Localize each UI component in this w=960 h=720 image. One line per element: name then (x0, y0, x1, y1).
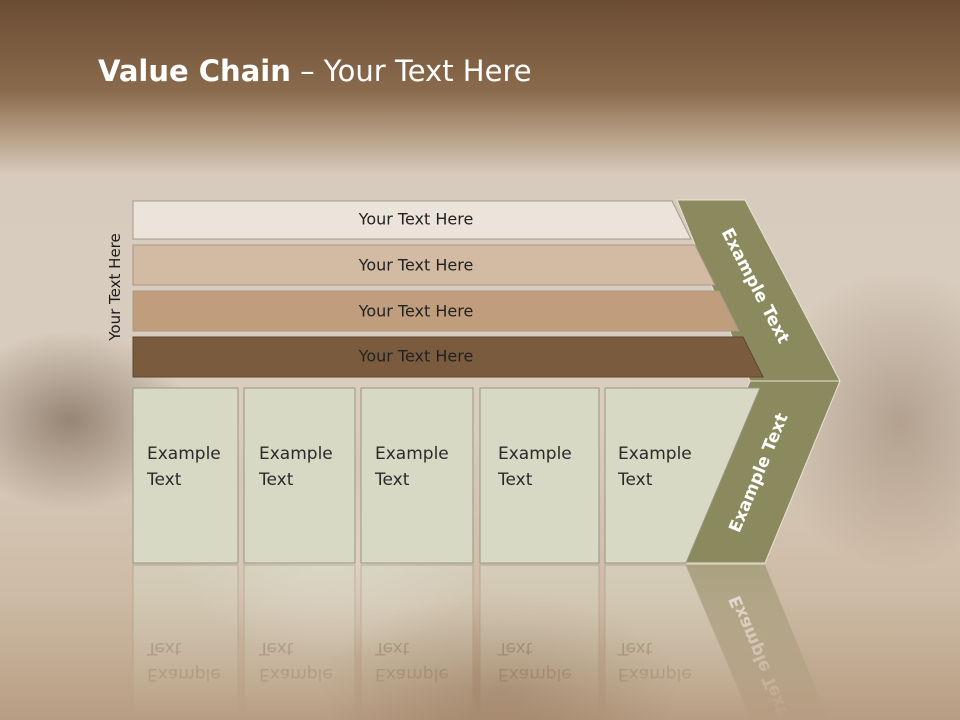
box-1-line-2: Text (146, 470, 182, 490)
reflection-box-5 (604, 564, 753, 720)
title-bold: Value Chain (98, 54, 291, 88)
box-3[interactable] (360, 387, 474, 564)
box-2-line-1: Example (259, 444, 333, 464)
bar-2-label: Your Text Here (358, 256, 474, 275)
box-1[interactable] (132, 387, 239, 564)
box-4[interactable] (479, 387, 600, 564)
slide-title[interactable]: Value Chain – Your Text Here (98, 54, 532, 88)
bar-2[interactable] (132, 244, 716, 286)
reflection-text-5a: Example (618, 664, 692, 684)
bar-3[interactable] (132, 290, 740, 332)
bar-1[interactable] (132, 200, 692, 240)
box-4-line-2: Text (497, 470, 533, 490)
reflection-text-3b: Text (374, 638, 410, 658)
reflection-chevron-lower (676, 565, 829, 720)
reflection-text-4b: Text (497, 638, 533, 658)
box-3-line-2: Text (374, 470, 410, 490)
reflection-text-2b: Text (258, 638, 294, 658)
reflection-box-1 (132, 564, 239, 720)
reflection-text-1b: Text (146, 638, 182, 658)
box-3-line-1: Example (375, 444, 449, 464)
box-4-line-1: Example (498, 444, 572, 464)
bar-4[interactable] (132, 336, 764, 378)
box-5-line-1: Example (618, 444, 692, 464)
box-5[interactable] (604, 387, 761, 564)
title-rest: – Your Text Here (290, 54, 532, 88)
box-5-line-2: Text (617, 470, 653, 490)
bar-4-label: Your Text Here (358, 347, 474, 366)
reflection-text-4a: Example (498, 664, 572, 684)
box-1-line-1: Example (147, 444, 221, 464)
reflection-box-4 (479, 564, 600, 720)
reflection-text-1a: Example (147, 664, 221, 684)
box-2-line-2: Text (258, 470, 294, 490)
box-2[interactable] (243, 387, 356, 564)
reflection-text-3a: Example (375, 664, 449, 684)
reflection-box-2 (243, 564, 356, 720)
bar-3-label: Your Text Here (358, 302, 474, 321)
bar-1-label: Your Text Here (358, 210, 474, 229)
diagram-reflection: Example Text Example Text Example Text E… (132, 564, 829, 720)
reflection-box-3 (360, 564, 474, 720)
reflection-text-5b: Text (617, 638, 653, 658)
reflection-text-2a: Example (259, 664, 333, 684)
